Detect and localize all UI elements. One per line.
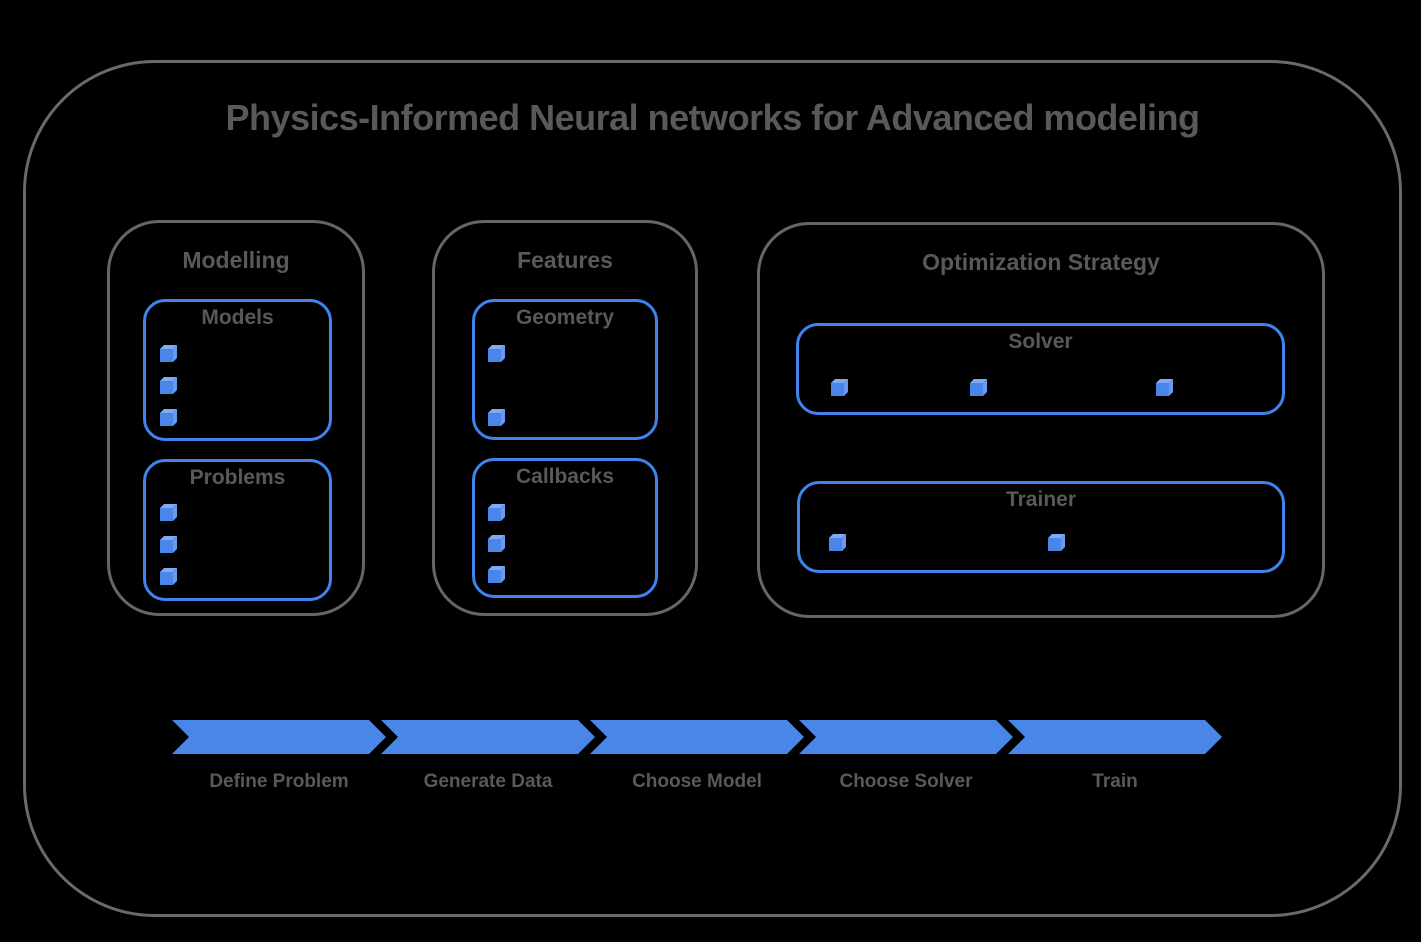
cube-icon <box>1156 379 1173 396</box>
cube-icon <box>160 377 177 394</box>
group-modelling-label: Modelling <box>182 247 290 273</box>
box-solver: Solver <box>796 323 1285 415</box>
box-models: Models <box>143 299 332 441</box>
group-features-label: Features <box>517 247 613 273</box>
box-trainer-label: Trainer <box>1005 488 1077 511</box>
outer-frame <box>23 60 1402 917</box>
cube-icon <box>488 566 505 583</box>
box-callbacks: Callbacks <box>472 458 658 598</box>
box-geometry-label: Geometry <box>515 306 615 329</box>
cube-icon <box>160 345 177 362</box>
box-problems-label: Problems <box>189 466 286 489</box>
box-solver-label: Solver <box>1008 330 1073 353</box>
group-optimization-strategy-label: Optimization Strategy <box>922 249 1160 275</box>
cube-icon <box>970 379 987 396</box>
box-geometry: Geometry <box>472 299 658 440</box>
cube-icon <box>829 534 846 551</box>
box-problems: Problems <box>143 459 332 601</box>
flow-segment <box>172 720 386 754</box>
cube-icon <box>488 535 505 552</box>
flow-segment <box>590 720 804 754</box>
cube-icon <box>831 379 848 396</box>
flow-step-label: Train <box>1092 771 1138 792</box>
flow-segment <box>381 720 595 754</box>
box-models-label: Models <box>201 306 274 329</box>
cube-icon <box>160 504 177 521</box>
box-trainer: Trainer <box>797 481 1285 573</box>
flow-arrow <box>172 720 1222 754</box>
cube-icon <box>488 504 505 521</box>
diagram-title: Physics-Informed Neural networks for Adv… <box>225 97 1200 138</box>
flow-step-label: Generate Data <box>423 771 553 792</box>
flow-segment <box>799 720 1013 754</box>
cube-icon <box>160 568 177 585</box>
flow-step-label: Define Problem <box>209 771 349 792</box>
flow-step-label: Choose Solver <box>839 771 973 792</box>
cube-icon <box>488 409 505 426</box>
flow-segment <box>1008 720 1222 754</box>
box-callbacks-label: Callbacks <box>515 465 615 488</box>
flow-step-label: Choose Model <box>632 771 762 792</box>
cube-icon <box>160 409 177 426</box>
cube-icon <box>160 536 177 553</box>
cube-icon <box>1048 534 1065 551</box>
cube-icon <box>488 345 505 362</box>
